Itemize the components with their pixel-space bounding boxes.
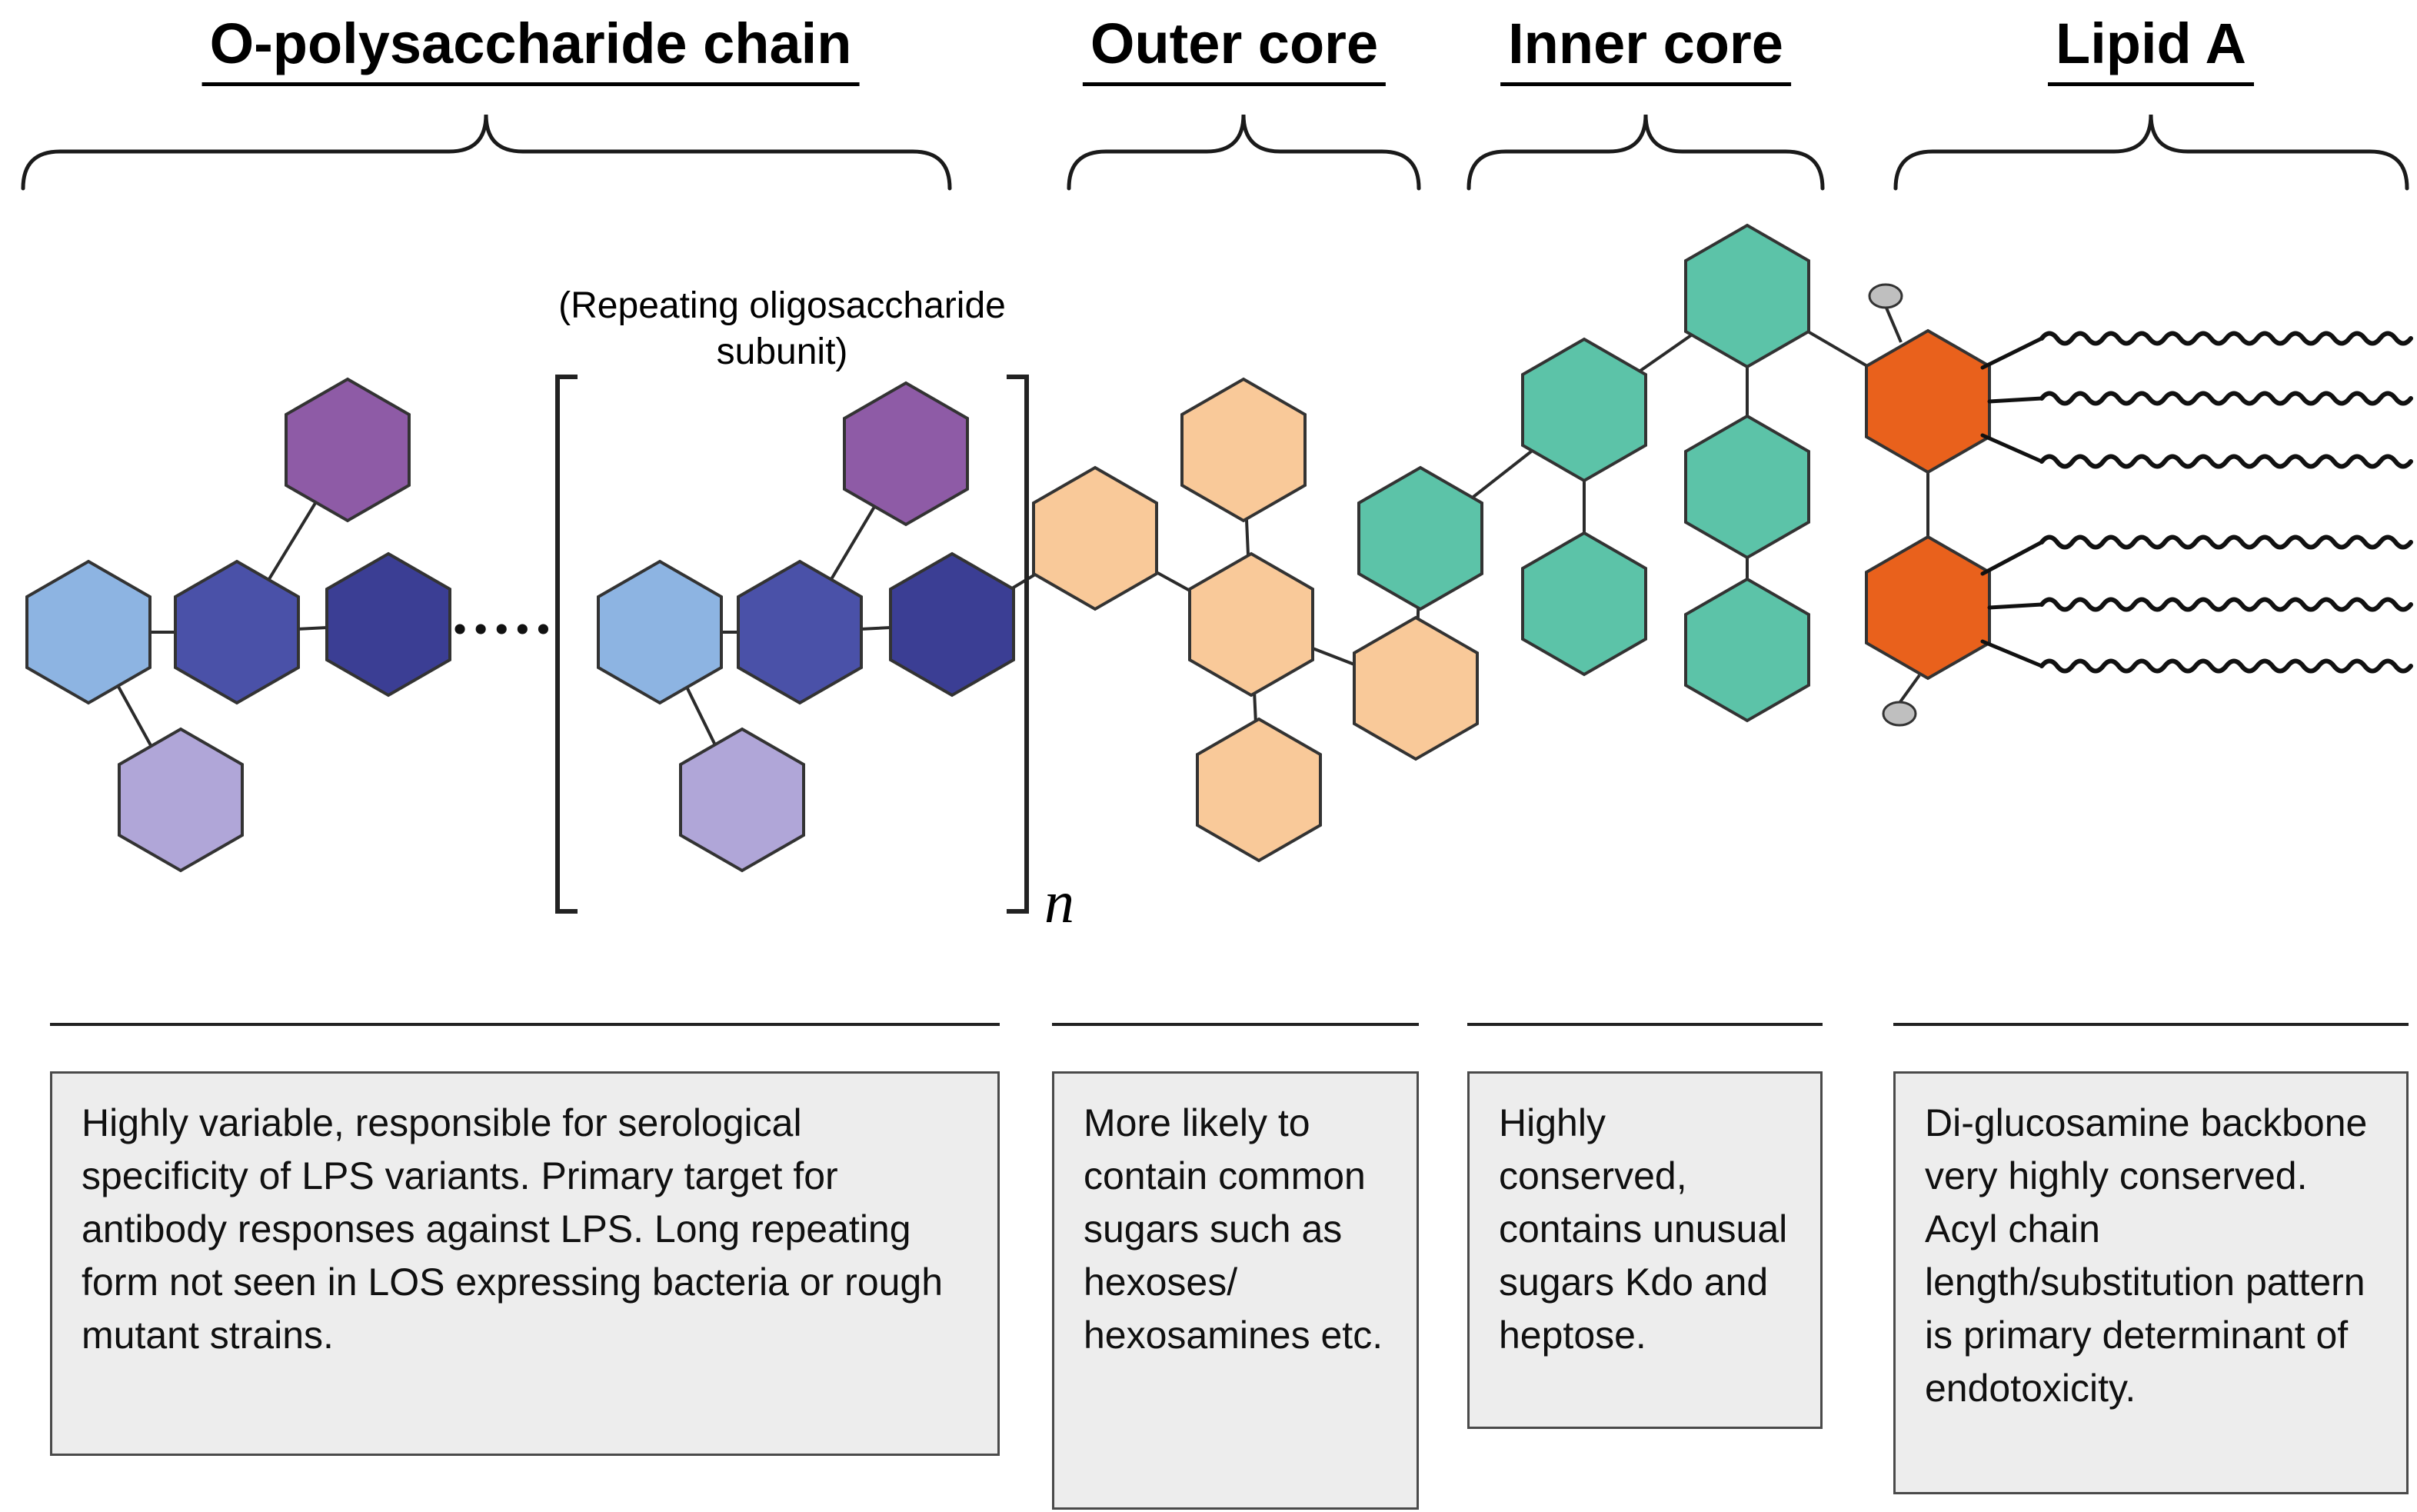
description-box-o-polysaccharide: Highly variable, responsible for serolog… [50, 1071, 1000, 1456]
description-box-inner-core: Highly conserved, contains unusual sugar… [1467, 1071, 1823, 1429]
section-title-inner-core: Inner core [1500, 11, 1791, 86]
sugar-hex-lightpurple-1 [118, 728, 244, 872]
section-braces [21, 114, 2409, 191]
phosphate-icon-top [1868, 283, 1903, 309]
separator-o-polysaccharide [50, 1023, 1000, 1026]
inner-core-hex-3 [1684, 224, 1810, 368]
separator-lipid-a [1893, 1023, 2409, 1026]
brace-outer-core [1067, 114, 1421, 191]
phosphate-groups [1868, 283, 1917, 727]
sugar-hex-lightpurple-2 [679, 728, 805, 872]
separator-inner-core [1467, 1023, 1823, 1026]
repeat-unit-label-line1: (Repeating oligosaccharide [558, 285, 1006, 326]
inner-core-hex-1 [1357, 466, 1483, 611]
inner-core-hex-5 [1684, 578, 1810, 722]
o-antigen-unit-2 [597, 381, 1015, 872]
section-title-o-polysaccharide: O-polysaccharide chain [201, 11, 860, 86]
o-antigen-unit-1 [25, 378, 451, 872]
description-box-outer-core: More likely to contain common sugars suc… [1052, 1071, 1419, 1510]
acyl-chain-wave-5 [2042, 600, 2411, 610]
brace-inner-core [1467, 114, 1825, 191]
sugar-hex-darkindigo-1 [325, 552, 451, 697]
repeat-brackets [555, 375, 1029, 914]
brace-o-polysaccharide [21, 114, 952, 191]
section-title-lipid-a: Lipid A [2048, 11, 2254, 86]
phosphate-icon-bottom [1882, 701, 1917, 727]
lipid-a-hex-top [1865, 329, 1991, 474]
outer-core-hex-1 [1032, 466, 1158, 611]
sugar-hex-lightblue-2 [597, 560, 723, 704]
inner-core-hex-6 [1521, 531, 1647, 676]
separator-outer-core [1052, 1023, 1419, 1026]
sugar-hex-lightblue-1 [25, 560, 151, 704]
section-title-outer-core: Outer core [1082, 11, 1387, 86]
repeat-unit-label-line2: subunit) [716, 331, 848, 372]
acyl-chain-wave-3 [2042, 457, 2411, 467]
repeat-count-subscript: n [1044, 868, 1074, 935]
glycosidic-bonds [87, 295, 1929, 801]
sugar-hex-indigo-2 [737, 560, 863, 704]
repeat-unit-label: (Repeating oligosaccharide subunit) [558, 283, 1006, 375]
acyl-chain-wave-6 [2042, 661, 2411, 671]
description-box-lipid-a: Di-glucosamine backbone very highly cons… [1893, 1071, 2409, 1494]
inner-core-hex-2 [1521, 338, 1647, 482]
brace-lipid-a [1893, 114, 2409, 191]
sugar-hex-purple-2 [843, 381, 969, 526]
inner-core-hex-4 [1684, 415, 1810, 559]
sugar-hex-darkindigo-2 [889, 552, 1015, 697]
acyl-chain-wave-4 [2042, 538, 2411, 548]
sugar-hex-purple-1 [285, 378, 411, 522]
acyl-chains [1980, 334, 2411, 671]
outer-core-hex-4 [1196, 718, 1322, 862]
lipid-a-hex-bottom [1865, 535, 1991, 680]
outer-core-hex-2 [1180, 378, 1307, 522]
acyl-chain-connectors [1980, 336, 2044, 668]
acyl-chain-wave-2 [2042, 394, 2411, 404]
outer-core-hex-3 [1188, 552, 1314, 697]
outer-core-sugars [1032, 378, 1479, 862]
acyl-chain-wave-1 [2042, 334, 2411, 344]
sugar-hex-indigo-1 [174, 560, 300, 704]
outer-core-hex-5 [1353, 616, 1479, 761]
